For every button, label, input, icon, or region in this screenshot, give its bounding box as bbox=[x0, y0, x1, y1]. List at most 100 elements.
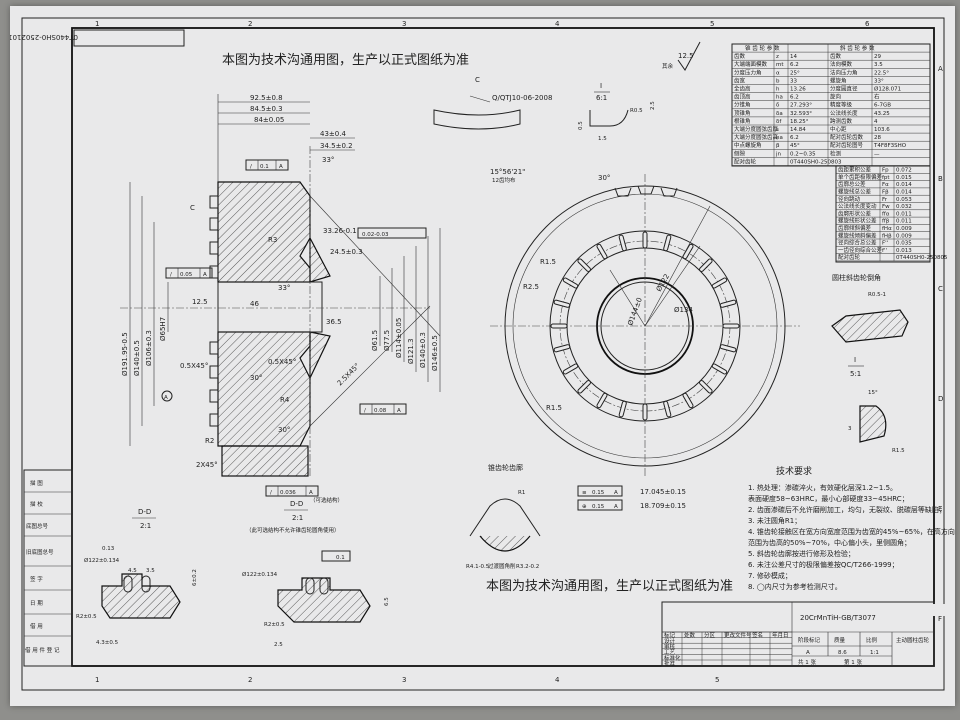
tb-header: 标记 bbox=[664, 631, 676, 639]
table-cell: fHα bbox=[882, 226, 892, 232]
detail-view-i-top: I 6:1 R0.5 2.5 1.5 0.5 bbox=[578, 82, 656, 142]
table-cell: 大端分度圆弦齿高 bbox=[734, 133, 779, 141]
stamp-label: 借 用 件 登 记 bbox=[25, 646, 60, 654]
dd-dim: 6.5 bbox=[384, 597, 390, 606]
profile-value: 0.02-0.03 bbox=[362, 232, 389, 238]
tech-req-item: 3. 未注圆角R1； bbox=[748, 516, 801, 525]
view-label-c: C bbox=[190, 204, 195, 212]
table-cell: 0.009 bbox=[896, 226, 912, 232]
tech-req-item: 6. 未注公差尺寸的极限偏差按QC/T266-1999； bbox=[748, 560, 899, 569]
gdt-sym: ⊕ bbox=[582, 504, 587, 510]
dim-label: 46 bbox=[250, 300, 259, 308]
table-cell: 0.2~0.35 bbox=[790, 151, 816, 157]
bevel-dim: R3.2-0.2 bbox=[516, 564, 539, 570]
top-zone-ruler: 1 2 3 4 5 6 bbox=[95, 20, 870, 28]
dim-label: Ø140±0.3 bbox=[419, 332, 427, 368]
table-cell: 齿数 bbox=[734, 52, 746, 60]
detail-title: I bbox=[600, 82, 602, 90]
table-cell: fHβ bbox=[882, 233, 892, 239]
table-cell: 齿宽 bbox=[734, 76, 746, 84]
inner-border bbox=[71, 27, 935, 667]
table-cell: 齿廓形状公差 bbox=[838, 209, 872, 217]
bevel-profile: 锥齿轮齿廓 R1 R4.1-0.5 R3.2-0.2 过渡圆角削 bbox=[466, 463, 541, 570]
zone-num: 3 bbox=[402, 20, 406, 28]
table-cell: Fp bbox=[882, 168, 889, 174]
title-block: 20CrMnTiH-GB/T3077 主动圆柱齿轮 阶段标记 质量 比例 A 8… bbox=[661, 601, 951, 667]
chamfer-dim: R0.5-1 bbox=[868, 292, 886, 298]
zone-num: 2 bbox=[248, 676, 252, 684]
stamp-label: 签 字 bbox=[30, 575, 43, 583]
dd-dim: 0.13 bbox=[102, 546, 115, 552]
tech-req-item: 5. 斜齿轮齿廓按进行修形及检验； bbox=[748, 549, 855, 558]
dim-label: 43±0.4 bbox=[320, 130, 346, 138]
table-cell: 齿顶高 bbox=[734, 93, 751, 101]
table-cell: 0.035 bbox=[896, 241, 912, 247]
tb-row-label: 审核 bbox=[664, 643, 676, 651]
stamp-label: 日 期 bbox=[30, 600, 43, 607]
tech-requirements: 技术要求 1. 热处理：渗碳淬火，有效硬化层深1.2~1.5。表面硬度58~63… bbox=[748, 465, 955, 591]
bevel-callout: 过渡圆角削 bbox=[488, 562, 516, 570]
table-cell: F'' bbox=[882, 241, 888, 247]
face-dim: 30° bbox=[598, 174, 610, 182]
span-dim: 17.045±0.15 bbox=[640, 488, 686, 496]
table-cell: 旋向 bbox=[830, 93, 841, 101]
tech-req-item: 7. 修砂模成； bbox=[748, 571, 792, 580]
dd-dim: 4.5 bbox=[128, 568, 137, 574]
face-slot-inner bbox=[597, 244, 607, 259]
tech-req-item: 8. ◯内尺寸为参考检测尺寸。 bbox=[748, 582, 842, 591]
table-cell: Ø128.071 bbox=[874, 86, 901, 93]
face-slot-inner bbox=[712, 364, 727, 374]
dim-label: 30° bbox=[250, 374, 262, 382]
table-cell: 103.6 bbox=[874, 127, 890, 133]
table-cell: jn bbox=[775, 151, 782, 157]
table-cell: 径向综合总公差 bbox=[838, 239, 877, 247]
table-cell: s bbox=[776, 127, 779, 133]
face-slot-inner bbox=[683, 244, 693, 259]
detail-view-i-right: I 5:1 15° 3 R1.5 bbox=[848, 356, 905, 454]
table-cell: 43.25 bbox=[874, 111, 890, 117]
dim-label: 2.5X45° bbox=[336, 362, 362, 388]
stamp-label: 描 图 bbox=[30, 479, 43, 487]
dim-label: Ø140±0.5 bbox=[133, 340, 141, 376]
dim-label: 2X45° bbox=[196, 461, 218, 469]
table-cell: 分度压力角 bbox=[734, 68, 762, 76]
table-cell: ha bbox=[776, 135, 783, 141]
gdt-value: 0.15 bbox=[592, 490, 605, 496]
table-header: 斜 齿 轮 参 数 bbox=[840, 44, 875, 52]
dim-label: Ø65H7 bbox=[159, 317, 167, 341]
detail-dim: 2.5 bbox=[650, 101, 656, 110]
outer-border bbox=[21, 17, 945, 691]
table-cell: 29 bbox=[874, 54, 881, 60]
dim-label: 33° bbox=[322, 156, 334, 164]
stamp-label: 借 用 bbox=[30, 622, 43, 630]
gdt-datum: A bbox=[203, 272, 207, 278]
table-cell: ffα bbox=[882, 211, 890, 217]
main-section-view bbox=[120, 94, 441, 477]
dd-dim: 2.5 bbox=[274, 642, 283, 648]
rotated-drawing-number: 0T440SH0-2502101 bbox=[10, 29, 185, 47]
table-cell: 27.293° bbox=[790, 103, 812, 109]
dim-label: 33.26-0.1 bbox=[323, 227, 357, 235]
zone-num: 5 bbox=[710, 20, 714, 28]
table-cell: 大端端面模数 bbox=[734, 60, 768, 68]
table-cell: 一齿径向综合公差 bbox=[838, 246, 883, 254]
stamp-label: 底图总号 bbox=[26, 522, 49, 530]
table-cell: 22.5° bbox=[874, 70, 889, 76]
table-cell: — bbox=[874, 151, 880, 157]
dim-label: R4 bbox=[280, 396, 290, 404]
table-cell: 0.011 bbox=[896, 219, 912, 225]
stage-value: A bbox=[806, 650, 810, 656]
table-cell: 中点螺旋角 bbox=[734, 141, 762, 149]
table-cell: 6-7GB bbox=[874, 103, 891, 109]
roughness-label: 其余 bbox=[662, 62, 674, 70]
table-cell: 跨测齿数 bbox=[830, 117, 853, 125]
table-cell: 33° bbox=[874, 78, 884, 84]
zone-letter: B bbox=[938, 175, 943, 183]
gdt-sym: ≡ bbox=[582, 490, 587, 496]
face-dim: R1.5 bbox=[546, 404, 562, 412]
table-cell: 0.053 bbox=[896, 197, 912, 203]
table-cell: δf bbox=[776, 119, 782, 125]
face-slot-inner bbox=[619, 401, 626, 417]
tech-req-item: 范围为齿高的50%~70%，中心偏小头，里侧圆角； bbox=[748, 538, 911, 547]
dd-dim: R2±0.5 bbox=[76, 614, 97, 620]
